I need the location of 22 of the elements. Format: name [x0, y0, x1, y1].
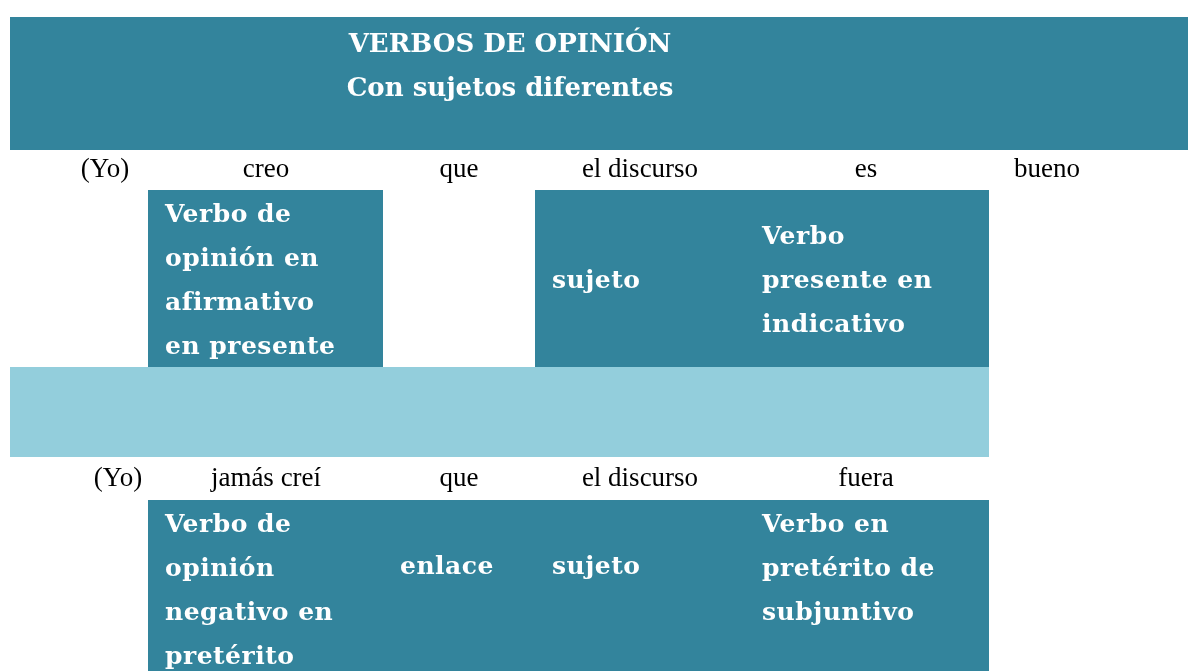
separator-band [10, 367, 989, 457]
sentence-word: el discurso [581, 461, 699, 493]
category-panel: Verbo de opinión en afirmativo en presente [148, 190, 383, 367]
title-text: VERBOS DE OPINIÓN [347, 26, 673, 60]
sentence-word: fuera [838, 461, 894, 493]
sentence-word: jamás creí [210, 461, 322, 493]
header-band [10, 17, 1188, 150]
sentence-word: que [439, 461, 479, 493]
sentence-word: (Yo) [80, 152, 130, 184]
category-panel: sujeto [535, 500, 745, 671]
category-panel: Verbo presente en indicativo [745, 190, 989, 367]
sentence-word: es [854, 152, 878, 184]
category-panel: Verbo en pretérito de subjuntivo [745, 500, 989, 671]
sentence-word: bueno [1014, 152, 1080, 184]
sentence-word: (Yo) [93, 461, 143, 493]
sentence-word: que [439, 152, 479, 184]
subtitle-text: Con sujetos diferentes [345, 71, 675, 104]
category-panel: enlace [383, 500, 535, 671]
sentence-word: creo [242, 152, 290, 184]
category-panel: sujeto [535, 190, 745, 367]
sentence-word: el discurso [581, 152, 699, 184]
category-panel: Verbo de opinión negativo en pretérito [148, 500, 383, 671]
